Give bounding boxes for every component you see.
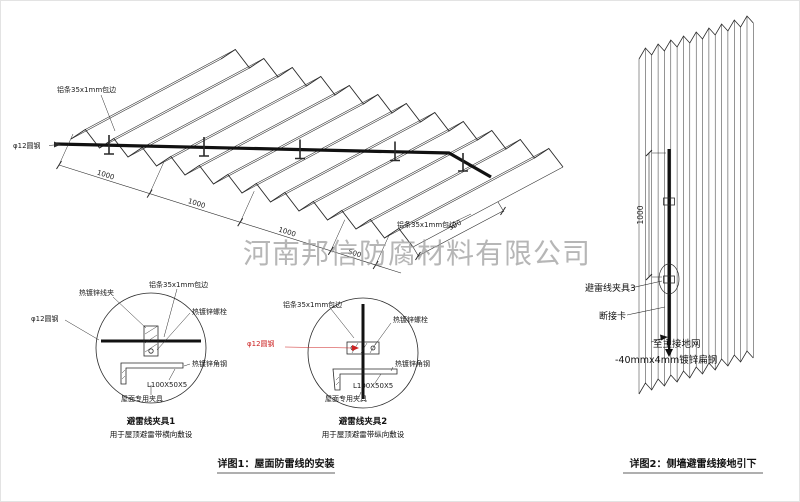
wall-corrugation-lines	[638, 16, 754, 394]
detail1-label-wire-clip: 热镀锌线夹	[79, 288, 114, 297]
detail1-label-bolt: 热镀锌螺栓	[192, 307, 227, 316]
wire-clamps-on-roof	[104, 135, 468, 172]
dim-label-500-1: 500	[347, 248, 362, 260]
detail1-label-angle-spec: L100X50X5	[147, 381, 187, 389]
detail2-leaders	[330, 308, 394, 398]
detail2-label-alu: 铝条35x1mm包边	[283, 300, 342, 309]
detail2-circle	[307, 297, 419, 409]
detail1-label-roof-clamp: 屋面专用夹具	[121, 394, 163, 403]
detail2-bolt-right	[370, 345, 376, 351]
detail2-label-angle-spec: L100X50X5	[353, 382, 393, 390]
roof-isometric-drawing: 1000 1000 1000 500 500 铝条35x1mm包边 φ12圆钢 …	[13, 48, 564, 274]
wall-dim-label-1000: 1000	[636, 205, 645, 224]
caption-detail1: 详图1：屋面防雷线的安装	[218, 457, 335, 470]
label-alu-edge-top: 铝条35x1mm包边	[57, 85, 116, 94]
detail-1-clamp-horizontal: 热镀锌线夹 铝条35x1mm包边 热镀锌螺栓 φ12圆钢 热镀锌角钢 L100X…	[31, 280, 227, 439]
detail1-label-round-steel: φ12圆钢	[31, 314, 59, 323]
arrowhead-to-ground	[660, 334, 668, 341]
wall-downlead-drawing: 1000 避雷线夹具3 断接卡 至主接地网 -40mmx4mm镀锌扁钢	[585, 15, 754, 395]
wall-dimension-line	[648, 152, 666, 278]
wall-wire-clamp-lower	[663, 275, 675, 284]
detail2-title: 避雷线夹具2	[339, 416, 388, 427]
detail2-angle-hatch	[335, 376, 340, 386]
dimension-chain-line	[58, 164, 402, 274]
detail1-label-alu: 铝条35x1mm包边	[149, 280, 208, 289]
detail2-label-roof-clamp: 屋面专用夹具	[325, 394, 367, 403]
detail1-title: 避雷线夹具1	[127, 416, 176, 427]
wall-wire-clamp-upper	[663, 197, 675, 206]
dimension-extension-lines	[58, 133, 390, 266]
detail2-leader-round-steel	[284, 346, 354, 349]
label-alu-edge-right: 铝条35x1mm包边	[397, 220, 456, 229]
detail1-clamp-body	[143, 325, 159, 357]
clamp-detail-ellipse	[658, 263, 680, 295]
detail-2-clamp-longitudinal: 铝条35x1mm包边 热镀锌螺栓 φ12圆钢 热镀锌角钢 L100X50X5 屋…	[247, 297, 430, 439]
leader-disconnect	[626, 306, 666, 316]
detail1-label-angle: 热镀锌角钢	[192, 359, 227, 368]
detail2-label-round-steel: φ12圆钢	[247, 339, 275, 348]
captions: 详图1：屋面防雷线的安装 详图2：侧墙避雷线接地引下	[217, 457, 763, 474]
detail1-subtitle: 用于屋顶避雷带横向敷设	[110, 429, 193, 439]
lightning-wire-roof	[55, 142, 492, 179]
leader-alu-top	[100, 94, 116, 132]
label-to-ground: 至主接地网	[653, 338, 701, 350]
leader-clamp3	[630, 280, 663, 289]
label-round-steel-main: φ12圆钢	[13, 141, 41, 150]
detail1-angle-hatch	[121, 369, 126, 380]
end-dimension-ticks	[415, 206, 506, 261]
detail2-arrowhead-round-steel	[352, 345, 359, 351]
detail2-label-bolt: 热镀锌螺栓	[393, 315, 428, 324]
detail1-angle-steel	[120, 362, 184, 385]
roof-corrugation-ridge-lines	[70, 49, 564, 248]
detail1-circle	[95, 292, 207, 404]
caption-detail2: 详图2：侧墙避雷线接地引下	[630, 457, 757, 470]
company-watermark: 河南邦信防腐材料有限公司	[243, 237, 591, 270]
detail1-leaders	[64, 288, 191, 395]
detail2-angle-steel	[332, 368, 398, 391]
leader-alu-right	[449, 213, 472, 225]
wall-dimension-ticks	[645, 149, 653, 281]
arrowhead-downlead	[665, 349, 673, 357]
dimension-tick-marks	[56, 160, 379, 270]
detail1-clamp-hatch	[144, 326, 158, 353]
detail2-subtitle: 用于屋顶避雷带纵向敷设	[322, 429, 405, 439]
label-disconnect-card: 断接卡	[599, 310, 626, 322]
label-clamp3: 避雷线夹具3	[585, 282, 636, 294]
arrowhead-round-steel	[54, 141, 61, 148]
detail1-bolt	[148, 348, 154, 354]
label-flat-steel: -40mmx4mm镀锌扁钢	[615, 354, 717, 366]
detail2-label-angle: 热镀锌角钢	[395, 359, 430, 368]
